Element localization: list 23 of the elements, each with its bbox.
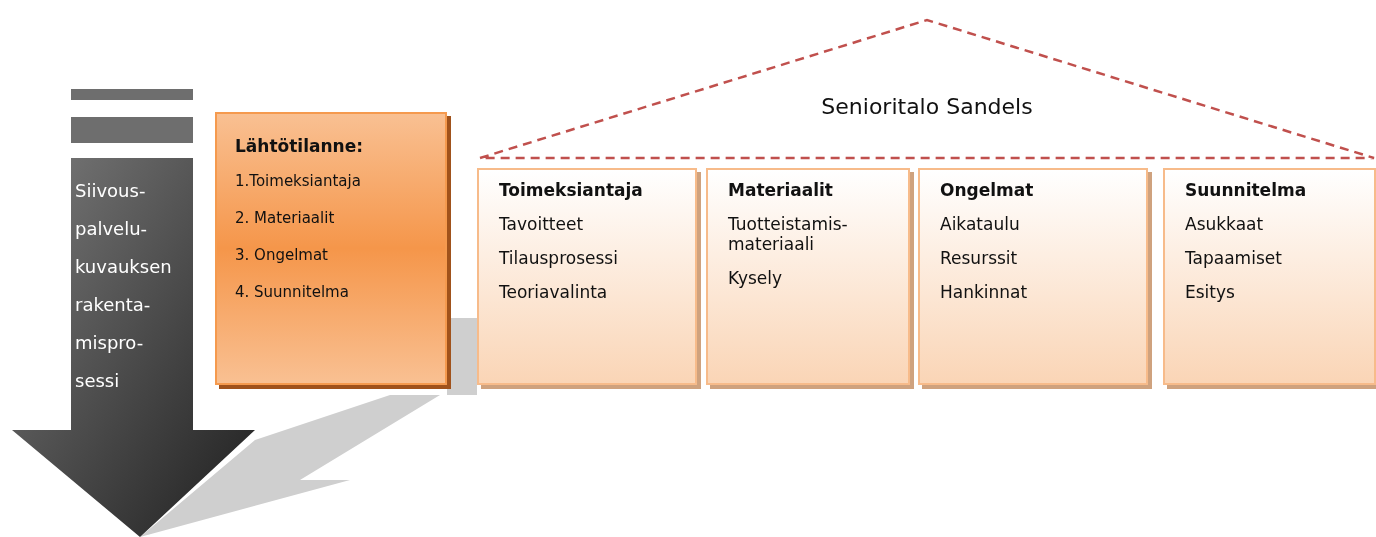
list-item: Teoriavalinta <box>499 282 609 302</box>
list-item: Hankinnat <box>940 282 1029 302</box>
arrow-label: Siivous- palvelu- kuvauksen rakenta- mispro- sessi <box>75 179 173 393</box>
list-item: 3. Ongelmat <box>235 246 329 264</box>
list-item: 4. Suunnitelma <box>235 283 350 301</box>
box-heading: Suunnitelma <box>1185 180 1308 200</box>
box-heading: Toimeksiantaja <box>499 180 644 200</box>
list-item: Tilausprosessi <box>499 248 619 268</box>
box-heading: Lähtötilanne: <box>235 136 364 156</box>
list-item: Tavoitteet <box>499 214 585 234</box>
list-item: Tuotteistamis- materiaali <box>728 214 849 254</box>
list-item: Tapaamiset <box>1185 248 1283 268</box>
roof-outline <box>478 18 1376 160</box>
list-item: 2. Materiaalit <box>235 209 336 227</box>
list-item: 1.Toimeksiantaja <box>235 172 362 190</box>
list-item: Resurssit <box>940 248 1019 268</box>
box-heading: Ongelmat <box>940 180 1035 200</box>
list-item: Aikataulu <box>940 214 1021 234</box>
list-item: Asukkaat <box>1185 214 1265 234</box>
list-item: Esitys <box>1185 282 1236 302</box>
roof-label: Senioritalo Sandels <box>820 94 1034 119</box>
box-heading: Materiaalit <box>728 180 834 200</box>
list-item: Kysely <box>728 268 784 288</box>
